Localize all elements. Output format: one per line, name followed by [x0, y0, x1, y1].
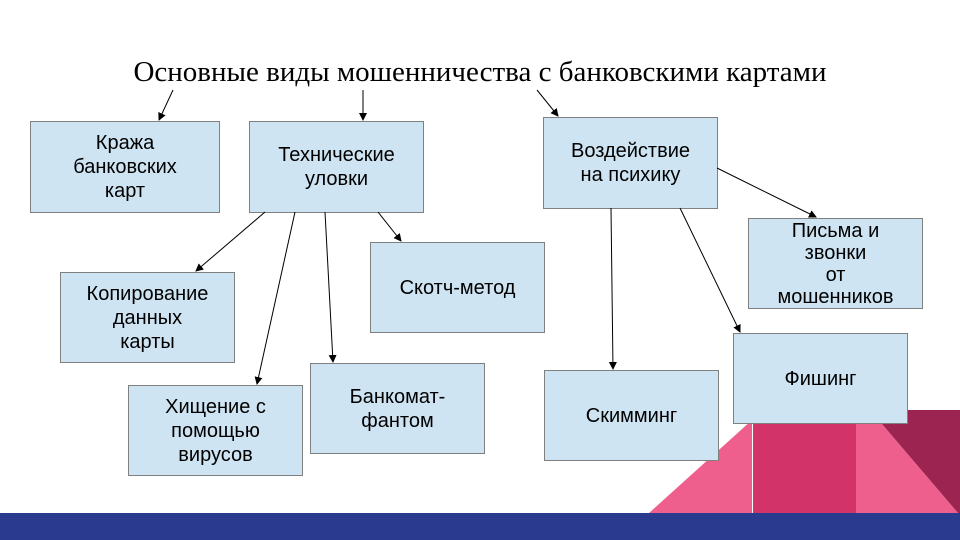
maroon-triangle: [870, 410, 960, 513]
magenta-block: [753, 410, 856, 513]
node-skimming: Скимминг: [544, 370, 719, 461]
node-tape: Скотч-метод: [370, 242, 545, 333]
footer-bar: [0, 513, 960, 540]
arrow-technical-fake-atm: [324, 211, 337, 363]
node-phishing: Фишинг: [733, 333, 908, 424]
slide-title: Основные виды мошенничества с банковским…: [133, 56, 827, 88]
arrow-title-theft: [158, 89, 174, 121]
pink-triangle-left: [649, 420, 752, 513]
node-fake-atm: Банкомат- фантом: [310, 363, 485, 454]
node-letters: Письма и звонки от мошенников: [748, 218, 923, 309]
pink-block-right: [856, 410, 958, 513]
node-copying: Копирование данных карты: [60, 272, 235, 363]
arrow-technical-viruses: [254, 211, 296, 385]
arrow-psych-phishing: [679, 207, 741, 333]
node-psych: Воздействие на психику: [543, 117, 718, 209]
arrow-technical-tape: [377, 211, 402, 242]
arrow-title-psych: [536, 89, 559, 117]
node-viruses: Хищение с помощью вирусов: [128, 385, 303, 476]
node-theft: Кража банковских карт: [30, 121, 220, 213]
arrow-psych-skimming: [608, 207, 617, 370]
arrow-technical-copying: [195, 211, 266, 272]
arrow-psych-letters: [716, 167, 817, 218]
node-technical: Технические уловки: [249, 121, 424, 213]
